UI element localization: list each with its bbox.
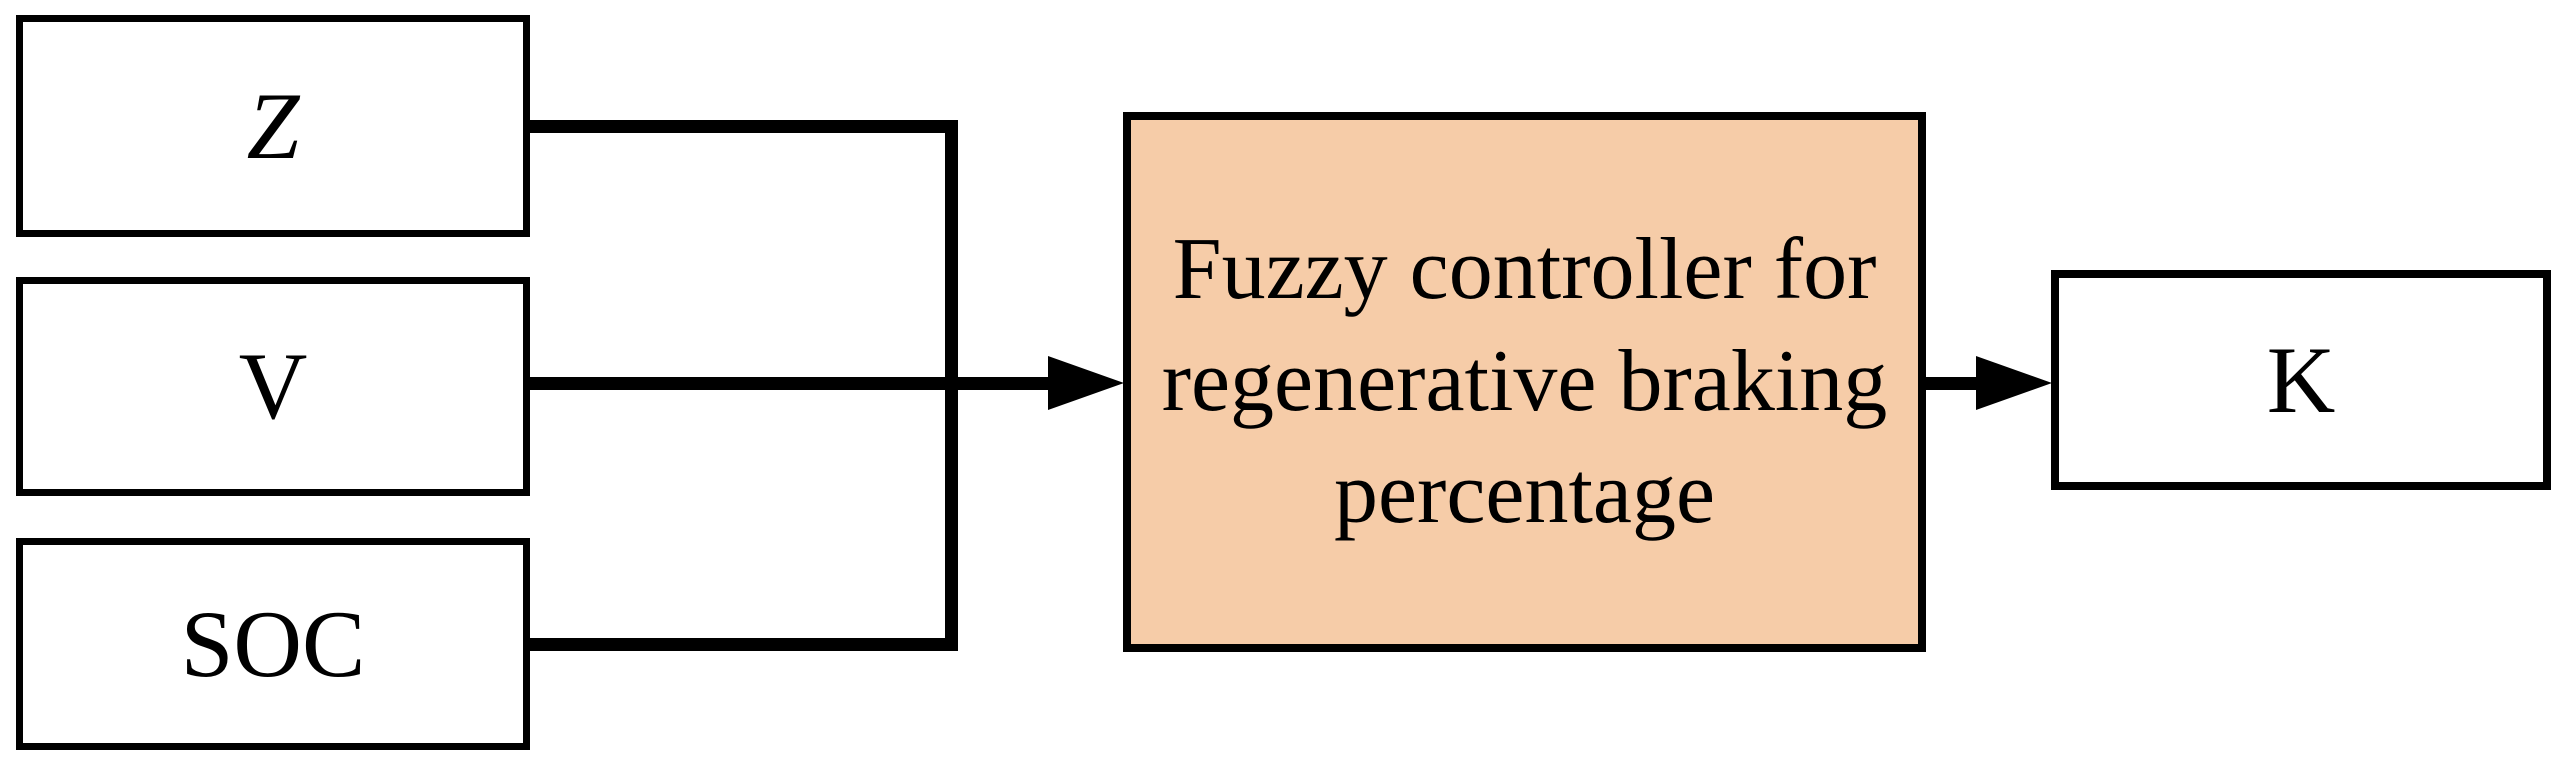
input-box-soc: SOC (16, 538, 530, 750)
controller-label-line-3: percentage (1333, 445, 1716, 542)
output-box-k-label: K (2266, 326, 2336, 433)
input-box-v-label: V (238, 333, 308, 439)
input-box-z: Z (16, 15, 530, 237)
controller-label-line-2: regenerative braking (1161, 333, 1888, 430)
input-arrowhead-icon (1048, 356, 1124, 410)
output-box-k: K (2051, 270, 2551, 490)
connector-z-to-junction (528, 120, 958, 133)
connector-v-to-controller (528, 377, 1052, 390)
input-box-z-label: Z (246, 72, 300, 179)
connector-soc-to-junction (528, 638, 958, 651)
controller-label-line-1: Fuzzy controller for (1172, 221, 1877, 318)
connector-controller-to-k (1922, 377, 1984, 390)
input-box-soc-label: SOC (180, 590, 366, 697)
controller-box: Fuzzy controller for regenerative brakin… (1123, 112, 1926, 652)
output-arrowhead-icon (1976, 356, 2052, 410)
input-box-v: V (16, 277, 530, 496)
